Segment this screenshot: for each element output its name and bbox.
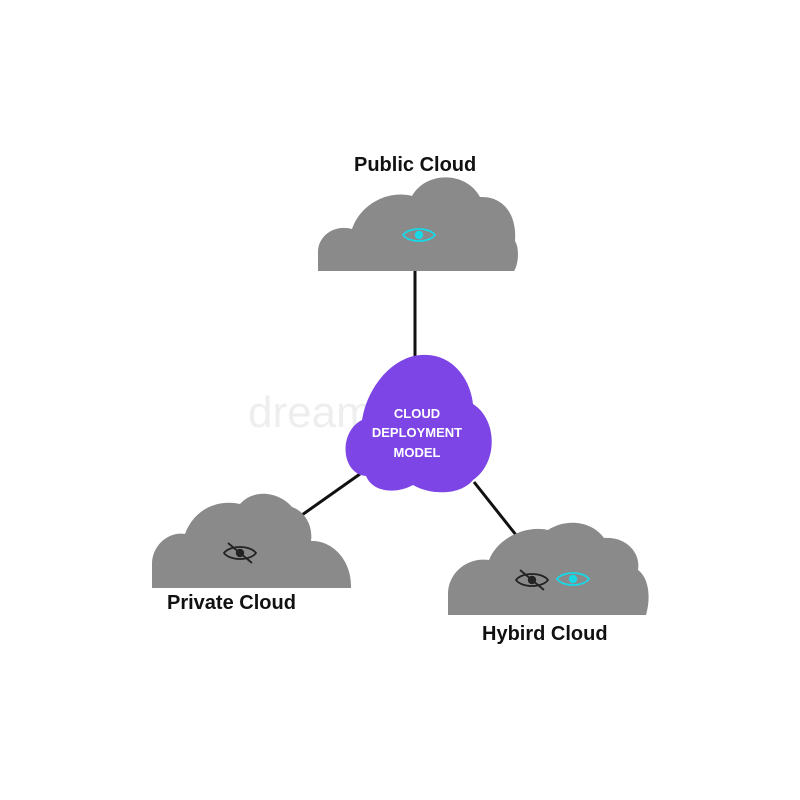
public-cloud-node: Public Cloud — [318, 154, 518, 271]
hybrid-cloud-label: Hybird Cloud — [482, 623, 608, 645]
eye-visible-icon — [401, 228, 437, 242]
connector-hybrid — [472, 481, 522, 541]
hybrid-cloud-node: Hybird Cloud — [448, 522, 649, 645]
center-title-line-2: DEPLOYMENT — [372, 425, 462, 440]
public-cloud-label: Public Cloud — [354, 154, 476, 176]
connector-private — [291, 472, 361, 524]
private-cloud-node: Private Cloud — [152, 493, 352, 614]
eye-hidden-icon — [222, 542, 258, 564]
center-cloud-node: CLOUD DEPLOYMENT MODEL — [345, 354, 492, 493]
center-title-line-3: MODEL — [394, 445, 441, 460]
eye-visible-icon — [555, 572, 591, 586]
center-title-line-1: CLOUD — [394, 406, 440, 421]
eye-hidden-icon — [514, 569, 550, 591]
private-cloud-label: Private Cloud — [167, 592, 296, 614]
